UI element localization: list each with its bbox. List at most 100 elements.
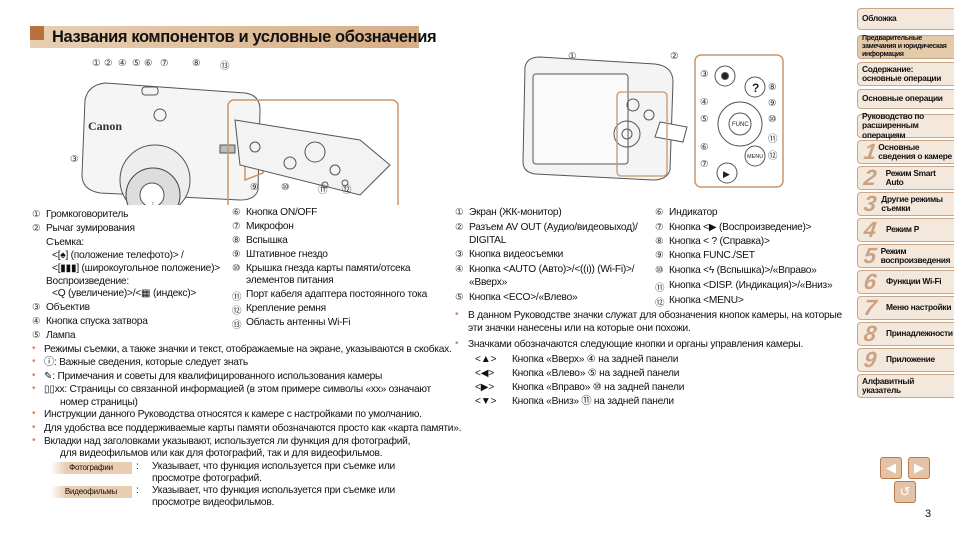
item-number: ④ [455, 264, 464, 275]
note-text: Значками обозначаются следующие кнопки и… [468, 339, 804, 350]
bullet-icon: • [32, 343, 36, 354]
key-description: Кнопка «Вверх» ④ на задней панели [512, 354, 679, 365]
tab-description: просмотре видеофильмов. [152, 497, 275, 508]
item-number: ⑤ [32, 330, 41, 341]
list-item: Штативное гнездо [246, 249, 328, 260]
label: ⑨ [768, 98, 777, 109]
bullet-icon: • [32, 435, 36, 446]
next-page-button[interactable]: ▶ [908, 457, 930, 479]
note-text: ⓘ: Важные сведения, которые следует знат… [44, 357, 248, 368]
sidebar-item-label: Руководство по расширенным операциям [862, 110, 924, 140]
bullet-icon: • [32, 408, 36, 419]
list-item: Кнопка <DISP. (Индикация)>/«Вниз» [669, 280, 833, 291]
bullet-icon: • [32, 422, 36, 433]
list-item-sub: элементов питания [246, 275, 334, 286]
sidebar-item[interactable]: Содержание: основные операции [857, 62, 954, 86]
note-text: Для удобства все поддерживаемые карты па… [44, 423, 462, 434]
item-number: ⑧ [232, 235, 241, 246]
sidebar-item-label: Режим P [886, 224, 920, 235]
back-button[interactable]: ↺ [894, 481, 916, 503]
chapter-number: 3 [862, 191, 878, 217]
front-camera-illustration: Canon [81, 82, 399, 205]
colon: : [136, 461, 139, 472]
note-text: В данном Руководстве значки служат для о… [468, 310, 842, 321]
item-number: ⑥ [655, 207, 664, 218]
sidebar-item[interactable]: Основные операции [857, 89, 954, 109]
sidebar-item[interactable]: Предварительные замечания и юридическая … [857, 35, 954, 59]
bullet-icon: • [455, 309, 459, 320]
title-marker [30, 26, 44, 40]
key-description: Кнопка «Вправо» ⑩ на задней панели [512, 382, 685, 393]
item-number: ⑩ [655, 265, 664, 276]
bullet-icon: • [32, 356, 36, 367]
note-text: номер страницы) [60, 397, 138, 408]
label: ⑪ [768, 134, 778, 145]
list-item: Кнопка спуска затвора [46, 316, 148, 327]
item-number: ⑩ [232, 263, 241, 274]
note-text: Инструкции данного Руководства относятся… [44, 409, 422, 420]
colon: : [136, 485, 139, 496]
back-camera-illustration: ? FUNC MENU ▶ [522, 54, 784, 188]
list-item-sub: Воспроизведение: [46, 276, 129, 287]
key-description: Кнопка «Влево» ⑤ на задней панели [512, 368, 680, 379]
key-symbol: <◀> [475, 368, 494, 379]
label: ② [670, 51, 679, 62]
list-item: Крышка гнезда карты памяти/отсека [246, 263, 411, 274]
sidebar-item[interactable]: Алфавитный указатель [857, 374, 954, 398]
label: ⑦ [160, 58, 169, 69]
item-number: ③ [455, 249, 464, 260]
list-item: Вспышка [246, 235, 288, 246]
label: ⑦ [700, 159, 709, 170]
key-symbol: <▼> [475, 396, 497, 407]
item-number: ⑦ [232, 221, 241, 232]
category-tab-badge: Видеофильмы [50, 486, 132, 498]
sidebar-item-label: Режим воспроизведения [880, 245, 951, 265]
page-number: 3 [925, 508, 932, 520]
note-text: эти значки нанесены или на которые они п… [468, 323, 691, 334]
key-symbol: <▲> [475, 354, 497, 365]
category-tab-badge: Фотографии [50, 462, 132, 474]
chapter-number: 2 [862, 165, 878, 191]
item-number: ② [455, 222, 464, 233]
prev-page-button[interactable]: ◀ [880, 457, 902, 479]
item-number: ④ [32, 316, 41, 327]
chapter-number: 7 [862, 295, 878, 321]
note-text: ▯▯xx: Страницы со связанной информацией … [44, 384, 431, 395]
label: ⑫ [342, 185, 352, 196]
list-item: Рычаг зумирования [46, 223, 135, 234]
item-number: ② [32, 223, 41, 234]
list-item: Экран (ЖК-монитор) [469, 207, 562, 218]
list-item: Кнопка ON/OFF [246, 207, 318, 218]
list-item: Область антенны Wi-Fi [246, 317, 351, 328]
label: ⑩ [768, 114, 777, 125]
label: ⑥ [700, 142, 709, 153]
arrow-left-icon: ◀ [886, 460, 896, 475]
label: ④ [700, 97, 709, 108]
svg-text:FUNC: FUNC [732, 122, 749, 128]
list-item: Громкоговоритель [46, 209, 129, 220]
key-symbol: <▶> [475, 382, 494, 393]
list-item-sub: <[♠] (положение телефото)> / [52, 250, 184, 261]
list-item-sub: DIGITAL [469, 235, 507, 246]
svg-text:MENU: MENU [747, 154, 763, 160]
sidebar-item[interactable]: Руководство по расширенным операциям [857, 110, 954, 140]
item-number: ⑫ [232, 306, 242, 317]
list-item: Крепление ремня [246, 303, 326, 314]
sidebar-item[interactable]: Обложка [857, 8, 954, 30]
item-number: ① [455, 207, 464, 218]
label: ⑥ [144, 58, 153, 69]
sidebar-item-label: Принадлежности [886, 328, 953, 339]
label: ⑬ [220, 61, 230, 72]
page-title: Названия компонентов и условные обозначе… [52, 28, 437, 46]
bullet-icon: • [32, 383, 36, 394]
item-number: ③ [32, 302, 41, 313]
